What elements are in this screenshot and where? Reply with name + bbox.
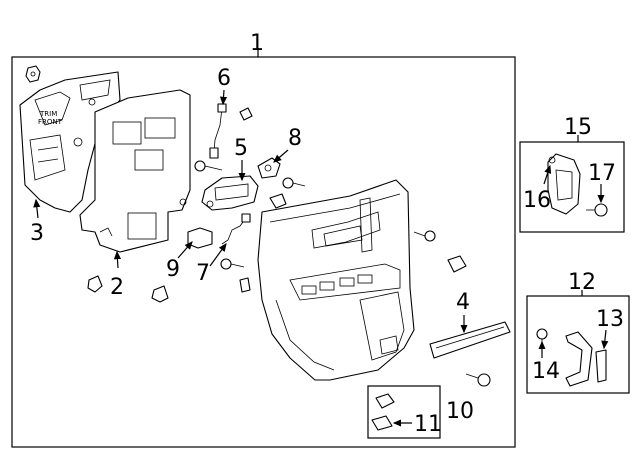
clip-d [269, 193, 287, 209]
part-7-wire [221, 213, 251, 245]
clip-top-left [25, 65, 41, 83]
clip-e [239, 277, 251, 293]
bolt-bottom [465, 373, 491, 387]
insulator-label-line2: FRONT [38, 118, 63, 126]
callout-15: 15 [564, 115, 592, 140]
part-16-latch [547, 153, 581, 215]
callout-1: 1 [250, 31, 264, 56]
clip-c [239, 107, 253, 121]
callout-11: 11 [414, 412, 442, 437]
part-5-handle [201, 175, 259, 211]
screw-c [220, 258, 245, 270]
box-10 [367, 385, 441, 439]
part-13-bracket [565, 331, 607, 387]
callout-7: 7 [196, 261, 210, 286]
bolt-right [413, 230, 436, 242]
part-6-cable [209, 103, 227, 159]
door-trim-panel [257, 179, 415, 381]
callout-9: 9 [166, 257, 180, 282]
callout-3: 3 [30, 221, 44, 246]
callout-6: 6 [217, 66, 231, 91]
callout-4: 4 [456, 290, 470, 315]
box-12 [526, 295, 630, 394]
callout-13: 13 [596, 307, 624, 332]
box-15 [519, 141, 625, 233]
callout-12: 12 [568, 270, 596, 295]
screw-b [282, 177, 306, 189]
callout-5: 5 [234, 136, 248, 161]
clip-b [151, 285, 169, 303]
callout-2: 2 [110, 275, 124, 300]
clip-11 [371, 415, 393, 431]
callout-10: 10 [446, 399, 474, 424]
insulator-label-line1: TRIM [39, 110, 57, 118]
clip-10 [375, 393, 395, 409]
screw-a [194, 160, 223, 172]
part-9-switch [187, 227, 213, 249]
part-2-inner-panel [79, 89, 191, 253]
clip-a [87, 275, 103, 293]
clip-f [447, 255, 467, 273]
part-4-molding [429, 321, 511, 359]
part-17-screw [586, 203, 608, 217]
callout-8: 8 [288, 126, 302, 151]
callout-16: 16 [523, 188, 551, 213]
callout-14: 14 [532, 359, 560, 384]
part-8-knob [257, 157, 281, 179]
callout-17: 17 [588, 161, 616, 186]
main-assembly-box [11, 56, 516, 448]
